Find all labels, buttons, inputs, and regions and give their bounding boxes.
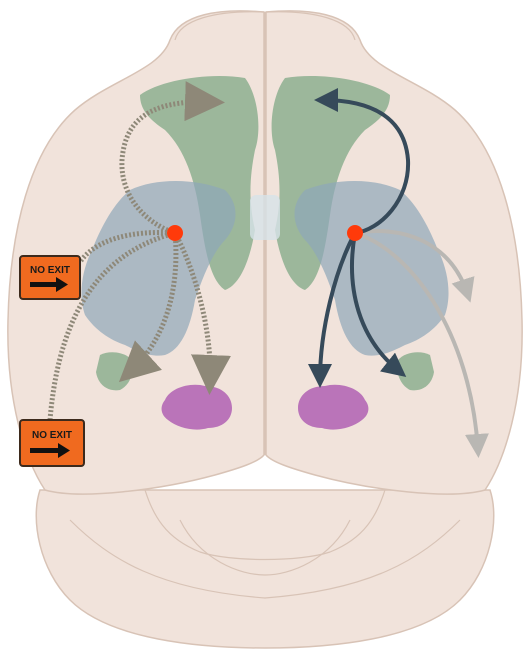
no-exit-label-upper: NO EXIT (30, 265, 70, 276)
injection-site-left (167, 225, 183, 241)
no-exit-sign-upper: NO EXIT (20, 256, 80, 299)
cerebellum (36, 470, 494, 648)
no-exit-sign-lower: NO EXIT (20, 420, 84, 466)
midline-patch (250, 195, 280, 240)
no-exit-label-lower: NO EXIT (32, 430, 72, 441)
injection-site-right (347, 225, 363, 241)
